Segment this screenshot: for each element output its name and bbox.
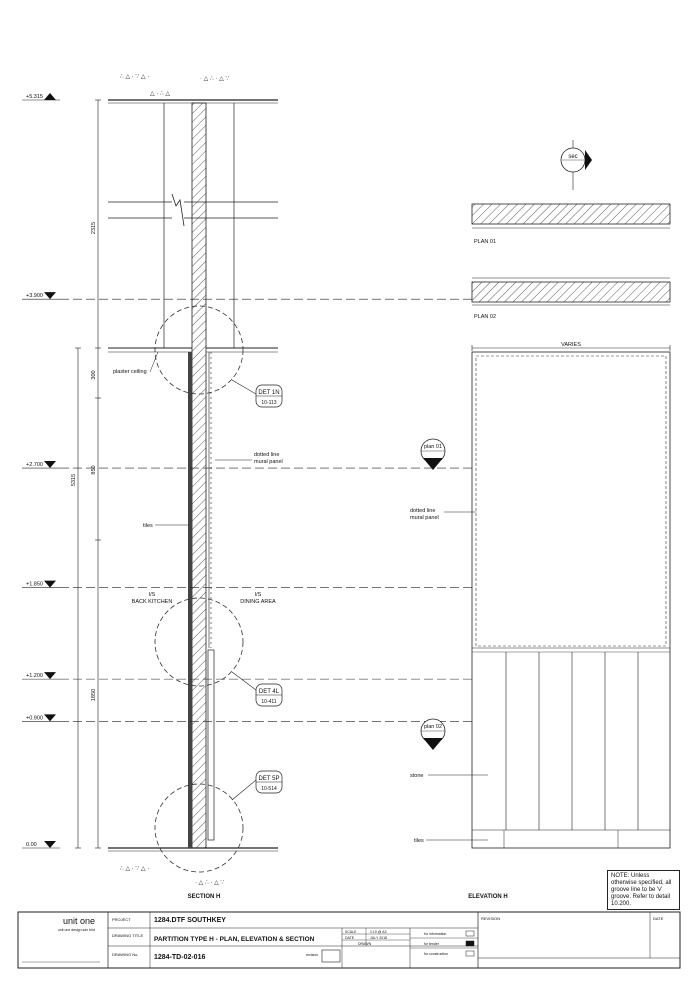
back-kitchen-label: BACK KITCHEN <box>132 599 173 605</box>
drawing-title: PARTITION TYPE H - PLAN, ELEVATION & SEC… <box>154 936 315 943</box>
svg-text:∴ △ · ∵ △ ·: ∴ △ · ∵ △ · <box>120 74 149 80</box>
detail-2-bottom: 10-411 <box>261 699 276 705</box>
svg-text:△ · ∴ △: △ · ∴ △ <box>150 91 170 97</box>
level-marker-0 <box>44 93 56 100</box>
level-marker-2 <box>44 461 56 469</box>
level-label-1: +3.900 <box>26 293 43 299</box>
company-name: unit one <box>63 916 95 926</box>
dimension-labels: 2315 5315 300 850 1850 <box>71 222 97 701</box>
plan-02-marker-label: plan 02 <box>424 724 442 730</box>
drawing-no: 1284-TD-02-016 <box>154 954 205 961</box>
elevation-title: ELEVATION H <box>468 894 507 900</box>
plan-01-marker[interactable]: plan 01 <box>420 438 446 470</box>
level-label-6: 0.00 <box>26 842 37 848</box>
status-information: for information <box>424 932 446 936</box>
status-construction: for construction <box>424 952 448 956</box>
dimension-lines <box>75 99 101 849</box>
svg-text:· △ ∴ · △ ∵: · △ ∴ · △ ∵ <box>200 76 229 82</box>
dining-area-label: DINING AREA <box>240 599 276 605</box>
dim-300: 300 <box>91 370 97 379</box>
elevation-panel <box>471 351 671 849</box>
plan-02-marker[interactable]: plan 02 <box>420 718 446 750</box>
plan-01-marker-label: plan 01 <box>424 444 442 450</box>
section-labels: plaster ceiling dotted line mural panel … <box>113 351 283 900</box>
level-label-3: +1.850 <box>26 582 43 588</box>
date-header: DATE <box>653 916 664 921</box>
scale-value: 1:10 @ A3 <box>370 930 386 934</box>
title-block <box>17 911 681 969</box>
back-kitchen-is: I/S <box>149 592 156 598</box>
level-marker-1 <box>44 292 56 300</box>
level-marker-3 <box>44 580 56 588</box>
drawing-title-label: DRAWING TITLE <box>112 933 143 938</box>
scale-label: SCALE <box>345 930 357 934</box>
drawn-label: DRAWN <box>358 942 372 946</box>
level-label-4: +1.200 <box>26 673 43 679</box>
detail-2-top: DET 4L <box>259 689 280 695</box>
plan-02-strip: PLAN 02 <box>471 281 671 320</box>
dim-2315: 2315 <box>91 222 97 234</box>
general-note: NOTE: Unless otherwise specified, all gr… <box>607 870 680 910</box>
elev-tiles-label: tiles <box>414 838 424 844</box>
level-label-2: +2.700 <box>26 462 43 468</box>
top-slab: ∴ △ · ∵ △ · · △ ∴ · △ ∵ △ · ∴ △ <box>108 74 278 104</box>
level-label-0: +5.315 <box>26 94 43 100</box>
drawing-no-label: DRAWING No. <box>112 952 139 957</box>
detail-leaders <box>231 379 257 801</box>
title-block-text: unit one unit one design sdn bhd PROJECT… <box>58 916 664 961</box>
plaster-ceiling-label: plaster ceiling <box>113 369 147 375</box>
sec-marker[interactable]: sec <box>560 140 592 190</box>
detail-callout-1[interactable]: DET 1N 10-113 <box>255 384 283 408</box>
svg-text:· △ ∴ · △ ∵: · △ ∴ · △ ∵ <box>195 880 224 886</box>
detail-callout-3[interactable]: DET 5P 10-514 <box>255 770 283 794</box>
dim-5315: 5315 <box>71 474 77 486</box>
plan-02-label: PLAN 02 <box>474 314 496 320</box>
elev-mural-panel-label: mural panel <box>410 515 439 521</box>
detail-1-bottom: 10-113 <box>261 400 276 406</box>
section-title: SECTION H <box>188 894 221 900</box>
sec-marker-label: sec <box>568 154 577 160</box>
elev-stone-label: stone <box>410 773 423 779</box>
project-name: 1284.DTF SOUTHKEY <box>154 917 226 924</box>
general-note-text: NOTE: Unless otherwise specified, all gr… <box>611 873 672 907</box>
section-dotted-line-label: dotted line <box>254 452 279 458</box>
elev-dotted-line-label: dotted line <box>410 508 435 514</box>
level-markers: +5.315 +3.900 +2.700 +1.850 +1.200 +0.900 0.00 <box>22 93 472 849</box>
partition-wall <box>108 102 278 849</box>
svg-text:∴ △ · ∵ △ ·: ∴ △ · ∵ △ · <box>120 866 149 872</box>
revision-header: REVISION <box>481 916 500 921</box>
level-marker-6 <box>44 841 56 848</box>
company-subname: unit one design sdn bhd <box>58 928 95 932</box>
dining-area-is: I/S <box>255 592 262 598</box>
level-marker-4 <box>44 672 56 680</box>
date-value: JULY 2018 <box>370 936 387 940</box>
varies-label: VARIES <box>561 342 581 348</box>
plan-01-strip: PLAN 01 <box>471 203 671 279</box>
section-tiles-label: tiles <box>143 523 153 529</box>
level-marker-5 <box>44 714 56 722</box>
detail-callout-2[interactable]: DET 4L 10-411 <box>255 683 283 707</box>
date-label: DATE <box>345 936 355 940</box>
plan-01-label: PLAN 01 <box>474 239 496 245</box>
detail-circles <box>154 305 244 873</box>
dim-1850: 1850 <box>91 689 97 701</box>
floor-slab: ∴ △ · ∵ △ · · △ ∴ · △ ∵ <box>108 847 278 886</box>
elevation-labels: dotted line mural panel stone tiles ELEV… <box>410 508 508 900</box>
section-mural-panel-label: mural panel <box>254 459 283 465</box>
detail-3-bottom: 10-514 <box>261 786 277 792</box>
varies-dimension: VARIES <box>471 342 671 351</box>
detail-3-top: DET 5P <box>259 776 280 782</box>
revision-label: revision <box>306 953 318 957</box>
status-tender: for tender <box>424 942 440 946</box>
level-label-5: +0.900 <box>26 715 43 721</box>
dim-850: 850 <box>91 465 97 474</box>
project-label: PROJECT <box>112 917 131 922</box>
detail-1-top: DET 1N <box>258 390 279 396</box>
